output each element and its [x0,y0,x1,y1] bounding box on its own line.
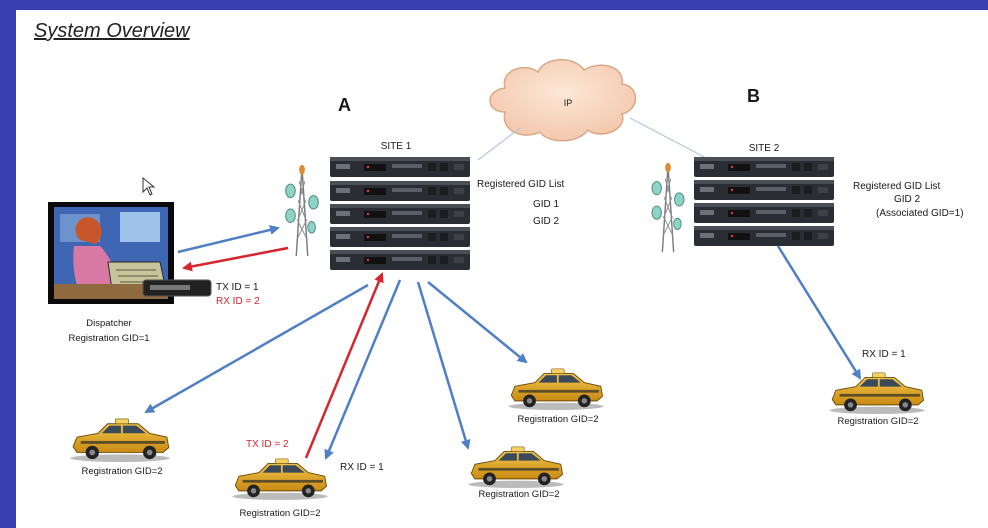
dispatcher-rx-id: RX ID = 2 [216,296,260,307]
site-2-gid-list-header: Registered GID List [853,181,940,192]
ip-label: IP [564,98,573,108]
taxi-upper-right-registration: Registration GID=2 [517,414,598,425]
site-b-taxi-rx-id: RX ID = 1 [862,349,906,360]
arrow-site1-to-left-taxi [144,283,369,414]
slide-frame-top [0,0,988,10]
site-a-letter: A [338,95,351,115]
link-site1-ip [477,127,521,161]
site-2-repeater-stack [694,157,834,246]
dispatcher-illustration [48,202,174,304]
arrow-site1-to-dispatcher [182,246,289,272]
arrow-site1-to-lower-right-taxi [416,281,471,450]
taxi-left-icon [69,418,171,462]
taxi-center-registration: Registration GID=2 [239,508,320,519]
site-2-antenna-tower-icon [651,162,685,253]
taxi-upper-right-icon [508,368,604,410]
site-1-repeater-stack [330,157,470,270]
center-taxi-rx-id: RX ID = 1 [340,462,384,473]
slide-title: System Overview [34,20,190,42]
repeater [330,181,470,201]
arrow-site1-to-center-taxi [324,279,402,460]
arrow-site2-to-taxi [776,245,862,380]
site-b-letter: B [747,86,760,106]
repeater [330,204,470,224]
taxi-left-registration: Registration GID=2 [81,466,162,477]
link-ip-site2 [629,117,711,161]
repeater [694,226,834,246]
site-1-gid-entry: GID 2 [533,216,560,227]
repeater [694,180,834,200]
repeater [330,250,470,270]
site-2-gid-entry: GID 2 [894,194,921,205]
taxi-site-b-registration: Registration GID=2 [837,416,918,427]
repeater [330,157,470,177]
site-1-antenna-tower-icon [284,164,320,257]
taxi-center-icon [232,458,328,500]
site-2-label: SITE 2 [749,143,780,154]
taxi-lower-right-icon [468,446,564,488]
mouse-cursor-icon [142,176,156,196]
taxi-lower-right-registration: Registration GID=2 [478,489,559,500]
repeater [694,203,834,223]
slide-frame-left [0,0,16,528]
site-2-gid-entry: (Associated GID=1) [876,208,964,219]
taxi-site-b-icon [829,372,925,414]
ip-cloud: IP [489,59,637,142]
arrow-site1-to-upper-right-taxi [427,281,528,364]
dispatcher-registration: Registration GID=1 [68,333,149,344]
site-1-gid-entry: GID 1 [533,199,560,210]
radio-handset-icon [142,279,212,297]
site-1-label: SITE 1 [381,141,412,152]
dispatcher-tx-id: TX ID = 1 [216,282,259,293]
repeater [330,227,470,247]
arrow-dispatcher-to-site1 [177,225,280,254]
repeater [694,157,834,177]
dispatcher-name: Dispatcher [86,318,131,329]
site-1-gid-list-header: Registered GID List [477,179,564,190]
center-taxi-tx-id: TX ID = 2 [246,439,289,450]
arrow-center-taxi-to-site1 [304,272,384,459]
